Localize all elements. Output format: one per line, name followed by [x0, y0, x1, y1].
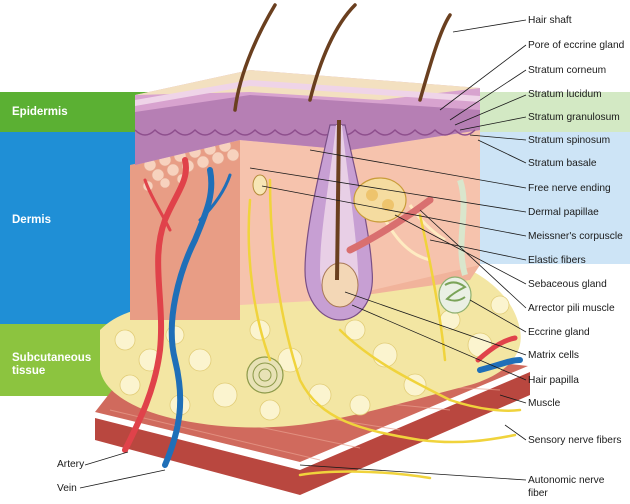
- hairs: [233, 3, 452, 112]
- label-autonomic-nerve-line1: Autonomic nerve: [528, 475, 605, 486]
- label-autonomic-nerve-line2: fiber: [528, 488, 548, 499]
- label-stratum-basale: Stratum basale: [528, 158, 597, 169]
- label-hair-papilla: Hair papilla: [528, 375, 579, 386]
- epidermis-band-extension: [480, 92, 630, 132]
- label-meissners-corpuscle: Meissner's corpuscle: [528, 231, 623, 242]
- epidermis-block: [134, 70, 480, 165]
- label-eccrine-gland: Eccrine gland: [528, 327, 590, 338]
- epidermis-label: Epidermis: [12, 106, 68, 118]
- pacinian-corpuscle: [246, 356, 284, 394]
- sebaceous-gland: [353, 177, 407, 223]
- label-pore-eccrine: Pore of eccrine gland: [528, 40, 625, 51]
- label-hair-shaft: Hair shaft: [528, 15, 572, 26]
- label-stratum-lucidum: Stratum lucidum: [528, 89, 602, 100]
- dermis-band-extension: [480, 132, 630, 264]
- label-stratum-spinosum: Stratum spinosum: [528, 135, 611, 146]
- subcutaneous-label-line1: Subcutaneous: [12, 352, 92, 364]
- label-stratum-granulosum: Stratum granulosum: [528, 112, 620, 123]
- label-elastic-fibers: Elastic fibers: [528, 255, 586, 266]
- eccrine-gland: [438, 179, 472, 314]
- label-matrix-cells: Matrix cells: [528, 350, 579, 361]
- arrector-pili: [346, 196, 434, 254]
- label-sebaceous-gland: Sebaceous gland: [528, 279, 607, 290]
- meissner-corpuscle: [252, 174, 268, 196]
- label-dermal-papillae: Dermal papillae: [528, 207, 599, 218]
- label-artery: Artery: [57, 459, 85, 470]
- leader-lines: [79, 19, 527, 489]
- nerve-fibers: [247, 178, 522, 480]
- label-vein: Vein: [57, 483, 77, 494]
- label-free-nerve-ending: Free nerve ending: [528, 183, 611, 194]
- dermis-label: Dermis: [12, 214, 51, 226]
- label-muscle: Muscle: [528, 398, 561, 409]
- label-arrector-pili-muscle: Arrector pili muscle: [528, 303, 615, 314]
- blood-vessels: [122, 157, 523, 468]
- subcutaneous-label-line2: tissue: [12, 365, 46, 377]
- label-sensory-nerve-fibers: Sensory nerve fibers: [528, 435, 622, 446]
- label-stratum-corneum: Stratum corneum: [528, 65, 607, 76]
